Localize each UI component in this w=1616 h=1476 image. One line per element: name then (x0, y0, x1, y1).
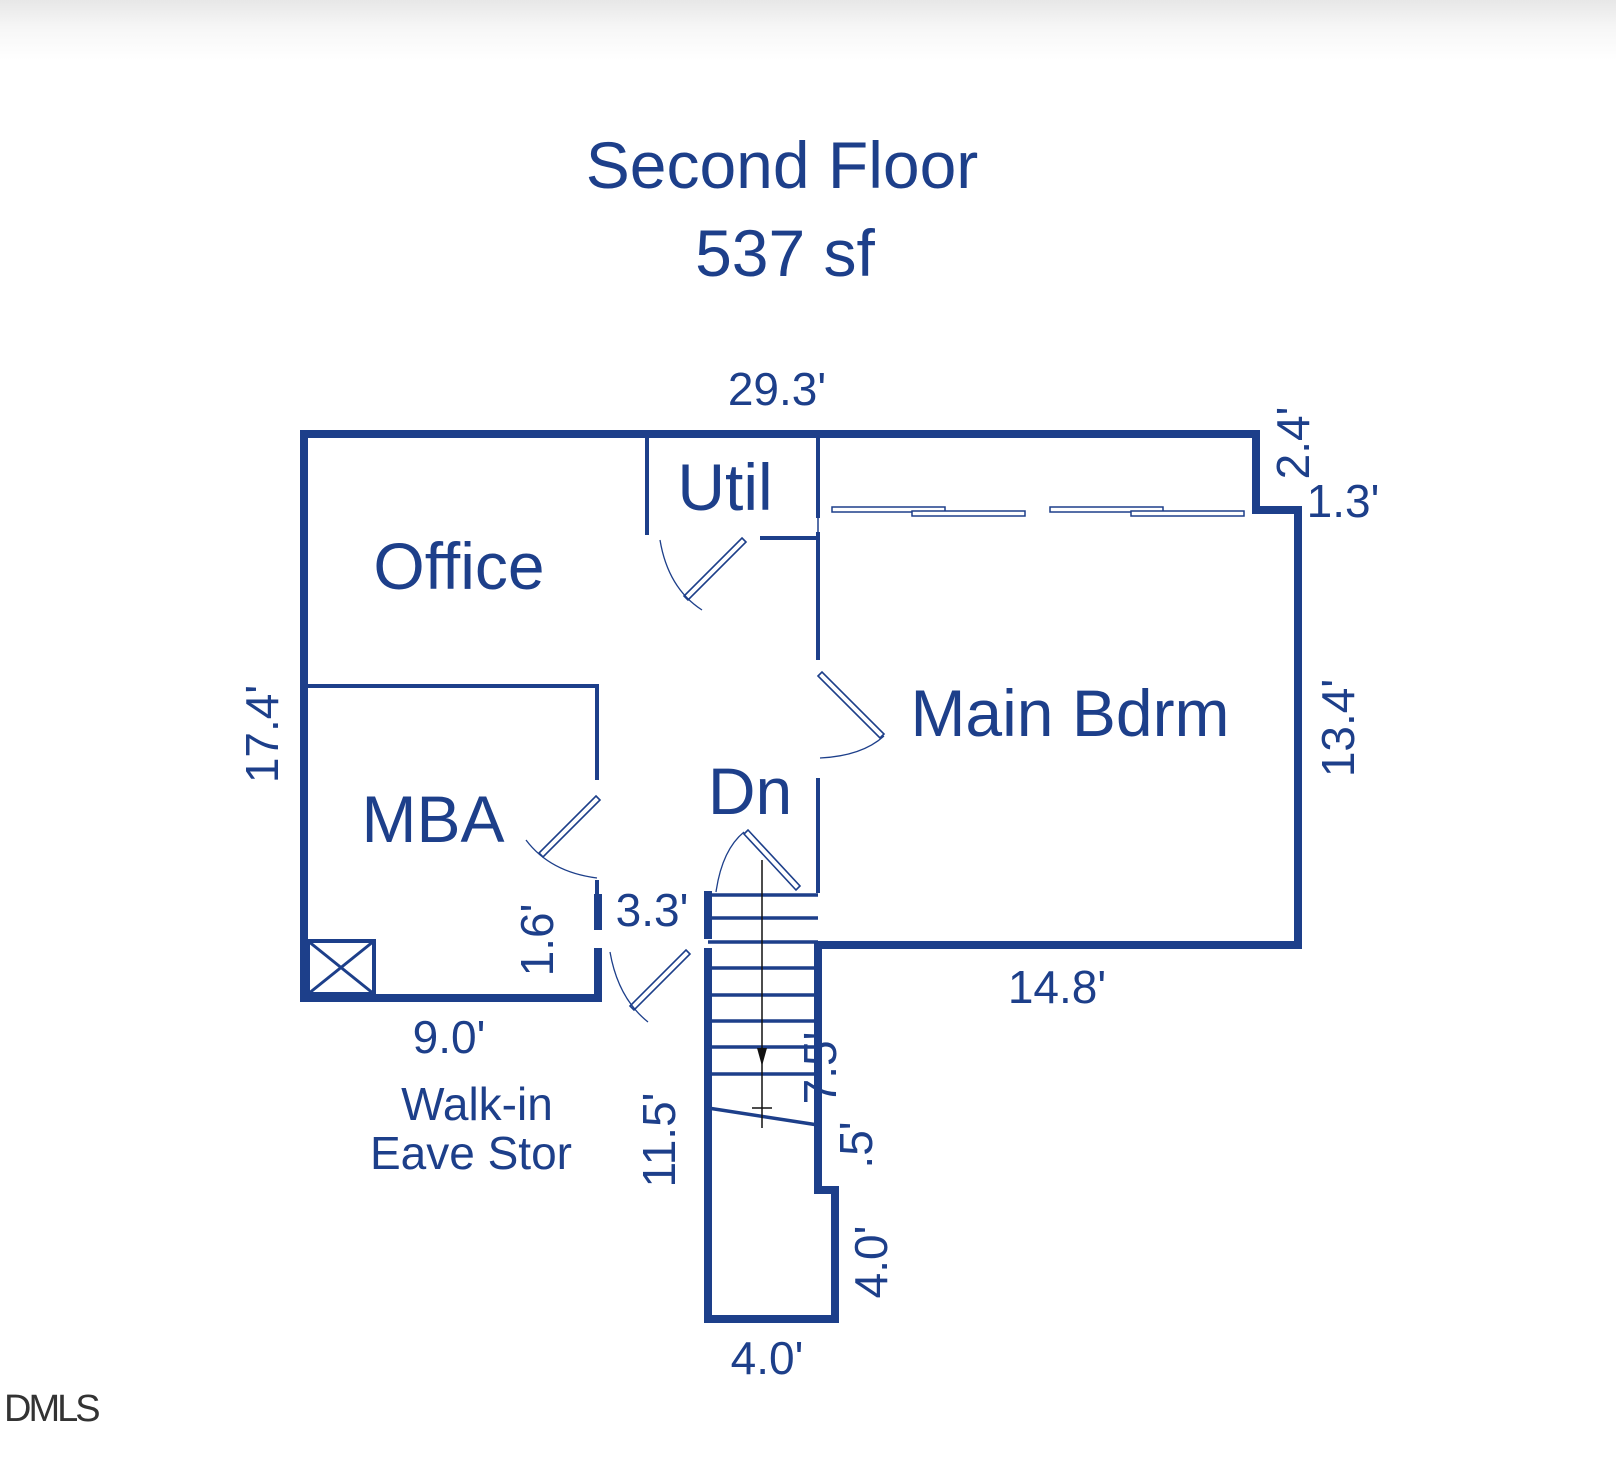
room-label-storage-line2: Eave Stor (370, 1127, 572, 1179)
interior-walls (308, 438, 820, 905)
stair-door-swing (715, 831, 745, 893)
dim-stair-jog: .5' (830, 1121, 882, 1168)
dim-stair-right-upper: 7.5' (794, 1032, 846, 1105)
room-label-office: Office (373, 529, 544, 603)
util-door-leaf (682, 536, 748, 602)
mba-door-swing (525, 839, 598, 879)
stair-door-leaf (742, 828, 802, 892)
bdrm-door-leaf (816, 670, 886, 740)
mls-watermark: DMLS (4, 1388, 101, 1430)
dim-notch-width: 1.3' (1307, 475, 1380, 527)
dim-notch-height: 2.4' (1267, 407, 1319, 480)
plan-area: 537 sf (695, 216, 875, 290)
bdrm-door-swing (819, 735, 885, 759)
staircase (707, 860, 819, 1128)
closet-panel-4 (1130, 510, 1245, 517)
dim-right-height: 13.4' (1312, 679, 1364, 777)
wall-top-right (300, 430, 1302, 949)
plan-title: Second Floor (586, 128, 979, 202)
dim-mba-bottom-width: 9.0' (413, 1011, 486, 1063)
stair-break-line (707, 1106, 819, 1127)
eave-storage-access (306, 939, 376, 996)
closet-panel-3 (1049, 506, 1164, 513)
storage-access-cross (307, 939, 375, 996)
exterior-walls (300, 430, 1302, 1323)
room-label-dn: Dn (708, 754, 792, 828)
dim-stair-right-lower: 4.0' (845, 1226, 897, 1299)
util-door-swing (659, 539, 703, 611)
doors (525, 536, 886, 1023)
wall-stair-enclosure (704, 941, 839, 1323)
dim-hall-width: 3.3' (616, 884, 689, 936)
mba-door-leaf (537, 794, 602, 859)
closet-panel-2 (911, 510, 1026, 517)
wall-left-bottom (300, 430, 602, 1002)
dim-jog-height: 1.6' (511, 904, 563, 977)
room-label-mba: MBA (361, 782, 504, 856)
dim-left-height: 17.4' (236, 685, 288, 783)
room-label-main-bdrm: Main Bdrm (910, 676, 1229, 750)
room-label-storage-line1: Walk-in (401, 1078, 553, 1130)
closet-panel-1 (831, 506, 946, 513)
dim-stair-length: 11.5' (633, 1093, 685, 1188)
dim-top-width: 29.3' (728, 363, 826, 415)
mba-top-wall (308, 684, 599, 780)
stair-arrow-head (757, 1048, 767, 1066)
storage-door-leaf (628, 948, 692, 1012)
storage-door-swing (609, 951, 649, 1023)
room-label-util: Util (677, 450, 772, 524)
dim-stair-bottom-width: 4.0' (731, 1332, 804, 1384)
closet-bypass-doors (831, 506, 1245, 517)
top-shadow (0, 0, 1616, 60)
dim-bdrm-bottom-width: 14.8' (1008, 961, 1106, 1013)
